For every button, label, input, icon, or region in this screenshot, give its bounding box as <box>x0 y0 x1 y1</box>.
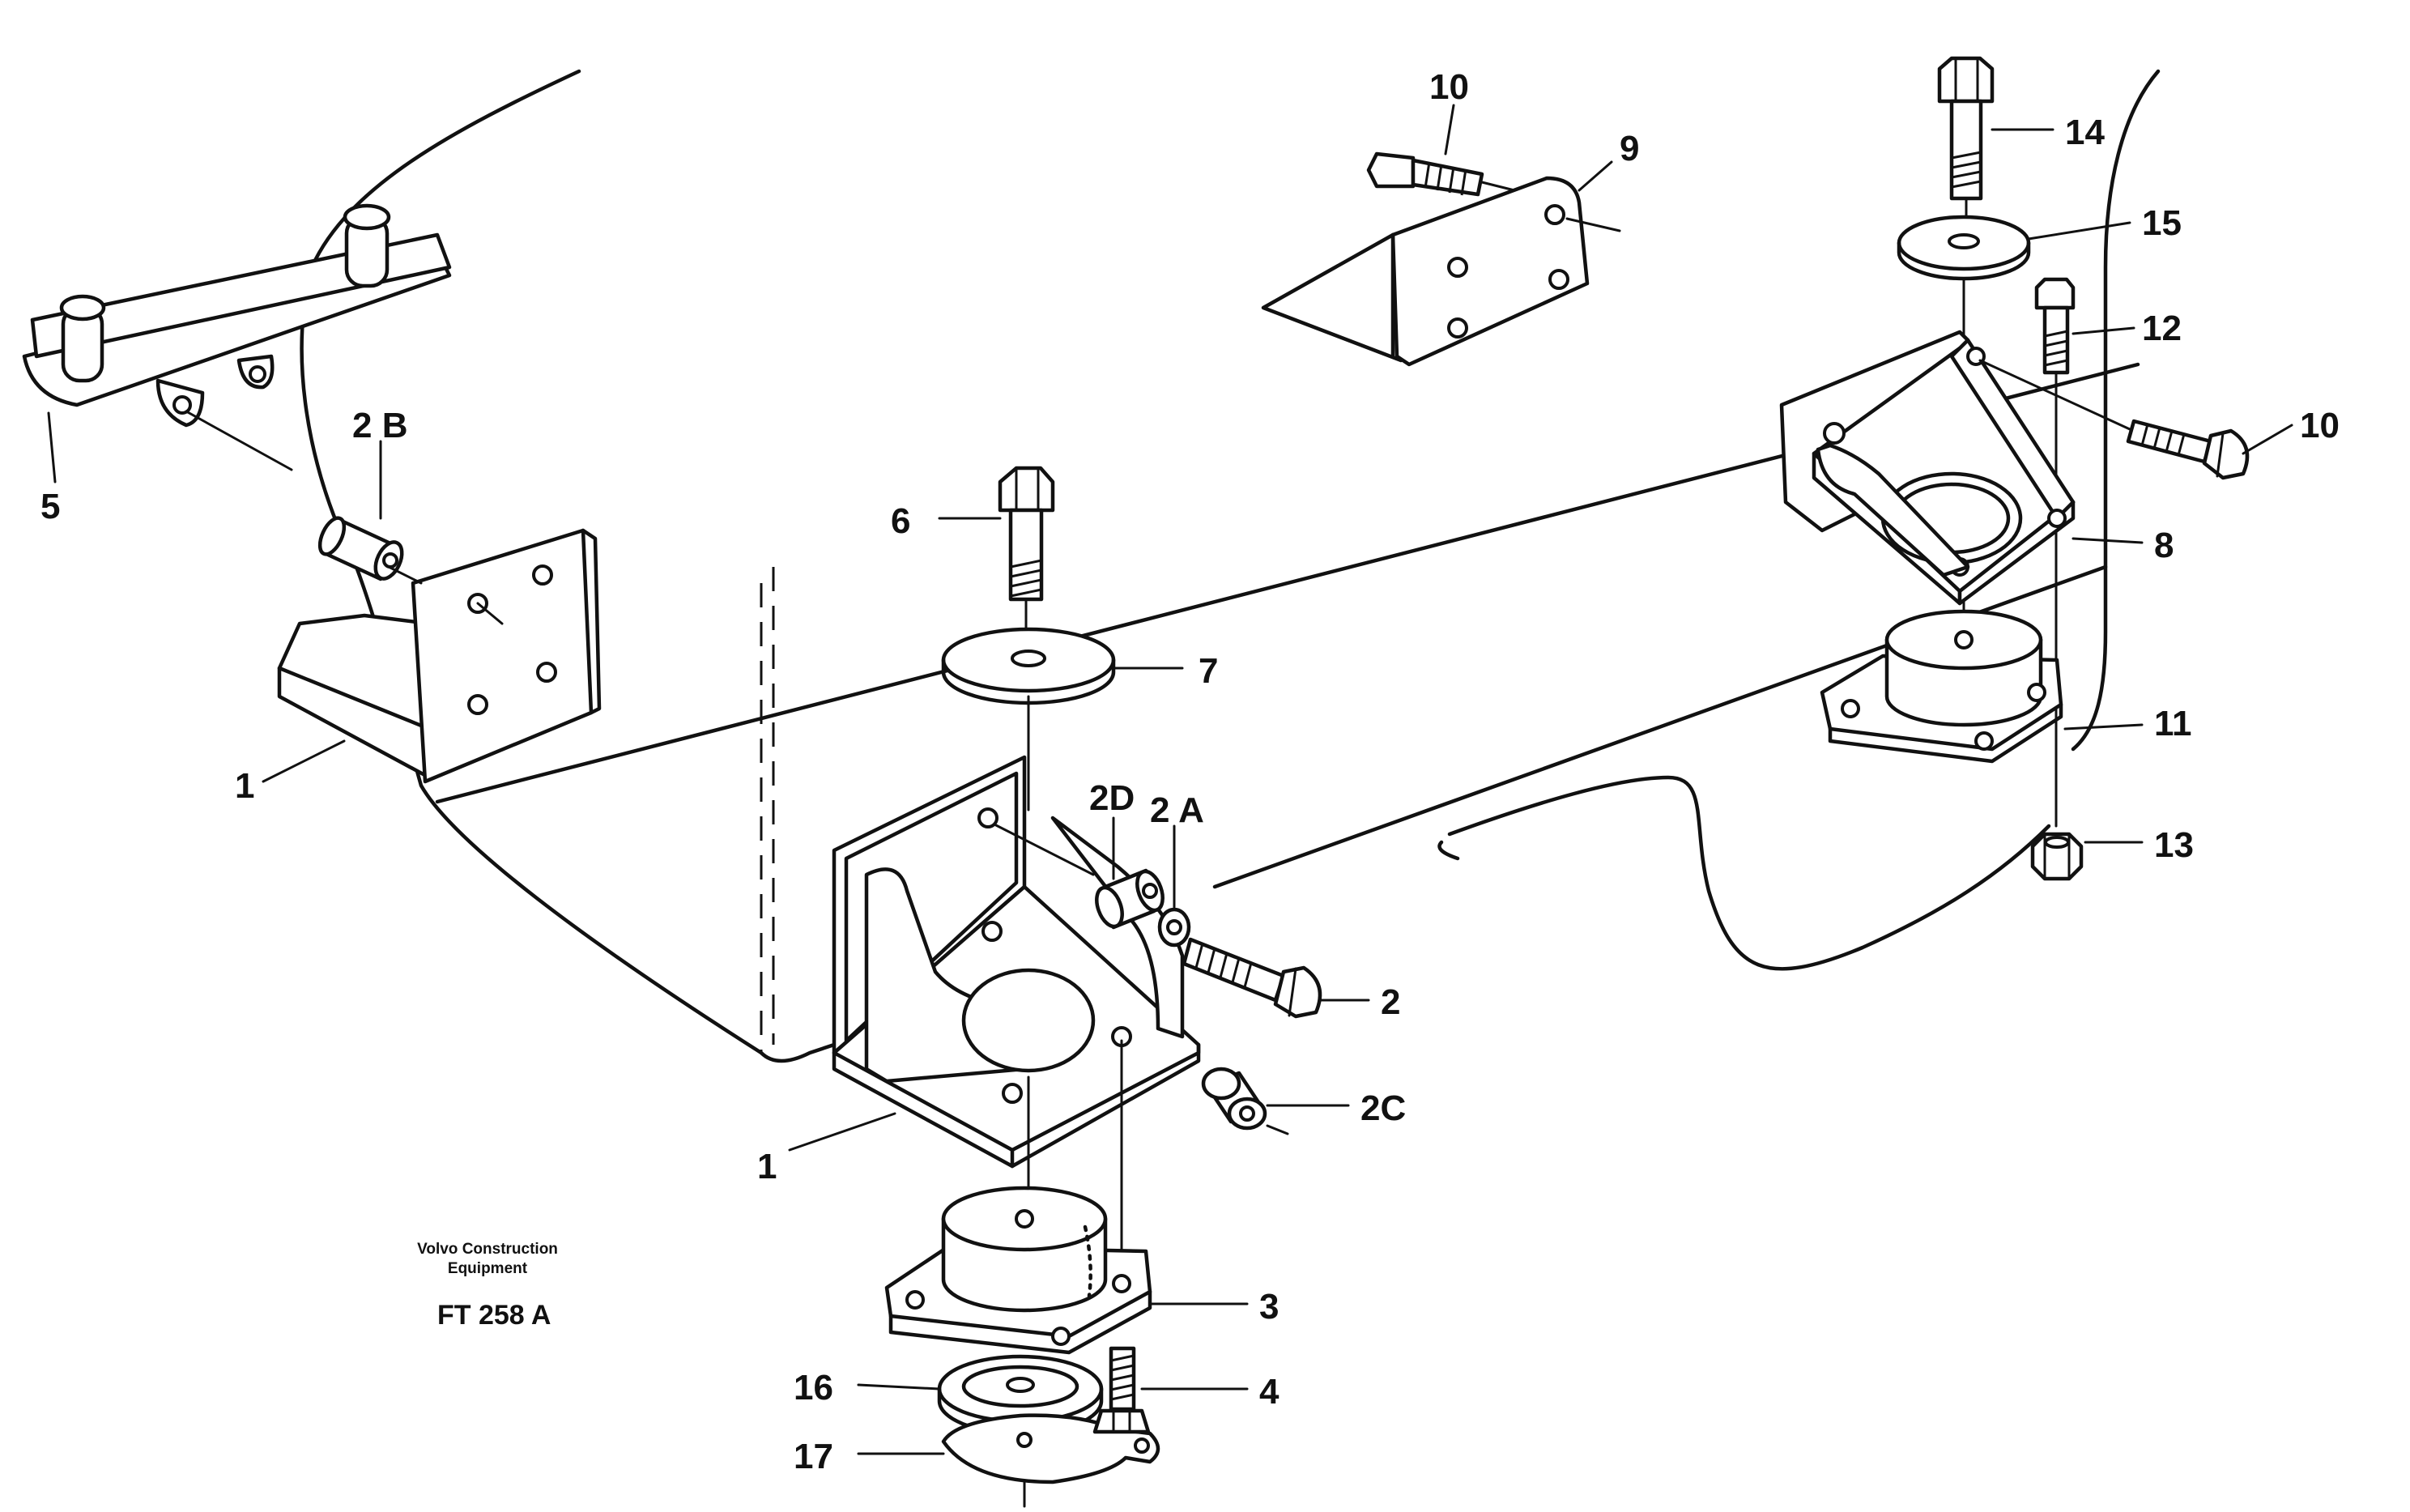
washer-7 <box>941 627 1116 811</box>
label-2b: 2 B <box>352 406 407 445</box>
label-2: 2 <box>1381 982 1400 1022</box>
spacer-2b <box>317 516 423 585</box>
label-1-left: 1 <box>235 766 254 806</box>
spacer-2d <box>1095 868 1165 930</box>
bolt-6 <box>998 466 1055 650</box>
label-2a: 2 A <box>1150 790 1204 830</box>
rubber-mount-11 <box>1820 609 2063 764</box>
label-4: 4 <box>1259 1372 1280 1412</box>
bolt-10-top <box>1366 151 1516 197</box>
label-16: 16 <box>794 1368 833 1408</box>
label-17: 17 <box>794 1437 833 1476</box>
wall-bracket-left <box>277 528 602 784</box>
bracket-9 <box>1261 176 1621 367</box>
label-3: 3 <box>1259 1287 1279 1327</box>
label-15: 15 <box>2142 203 2182 243</box>
hinge-plate-5 <box>22 203 452 471</box>
bolt-10-right <box>2126 419 2250 480</box>
label-2d: 2D <box>1089 778 1135 818</box>
label-9: 9 <box>1620 129 1639 168</box>
bracket-center <box>832 755 1201 1273</box>
label-13: 13 <box>2154 825 2194 865</box>
label-11: 11 <box>2154 704 2192 743</box>
leader-lines <box>47 104 2293 1455</box>
label-10-right: 10 <box>2300 406 2340 445</box>
figure-caption: Volvo Construction Equipment FT 258 A <box>417 1241 558 1331</box>
caption-company-line1: Volvo Construction <box>417 1241 558 1258</box>
spacer-2c <box>1201 1067 1289 1135</box>
bolt-2 <box>1182 937 1322 1019</box>
washer-16 <box>937 1354 1104 1436</box>
callout-labels: 5 1 2 B 6 7 2D 2 A 2 2C 1 3 4 16 17 10 9… <box>40 67 2340 1476</box>
label-14: 14 <box>2065 113 2105 152</box>
rubber-mount-3 <box>884 1186 1152 1355</box>
bolt-4 <box>1092 1346 1151 1434</box>
label-10-top: 10 <box>1429 67 1469 107</box>
caption-company-line2: Equipment <box>448 1260 528 1277</box>
label-7: 7 <box>1199 651 1218 691</box>
nut-13 <box>2030 832 2084 881</box>
label-5: 5 <box>40 487 60 526</box>
label-6: 6 <box>891 501 910 541</box>
bolt-14 <box>1937 56 1995 220</box>
label-12: 12 <box>2142 309 2182 348</box>
label-1-center: 1 <box>757 1147 777 1186</box>
bolt-12 <box>2034 277 2076 828</box>
label-2c: 2C <box>1360 1088 1406 1128</box>
caption-figure-code: FT 258 A <box>437 1300 551 1331</box>
washer-2a <box>1157 907 1191 948</box>
bracket-8 <box>1779 330 2131 606</box>
label-8: 8 <box>2154 526 2174 565</box>
